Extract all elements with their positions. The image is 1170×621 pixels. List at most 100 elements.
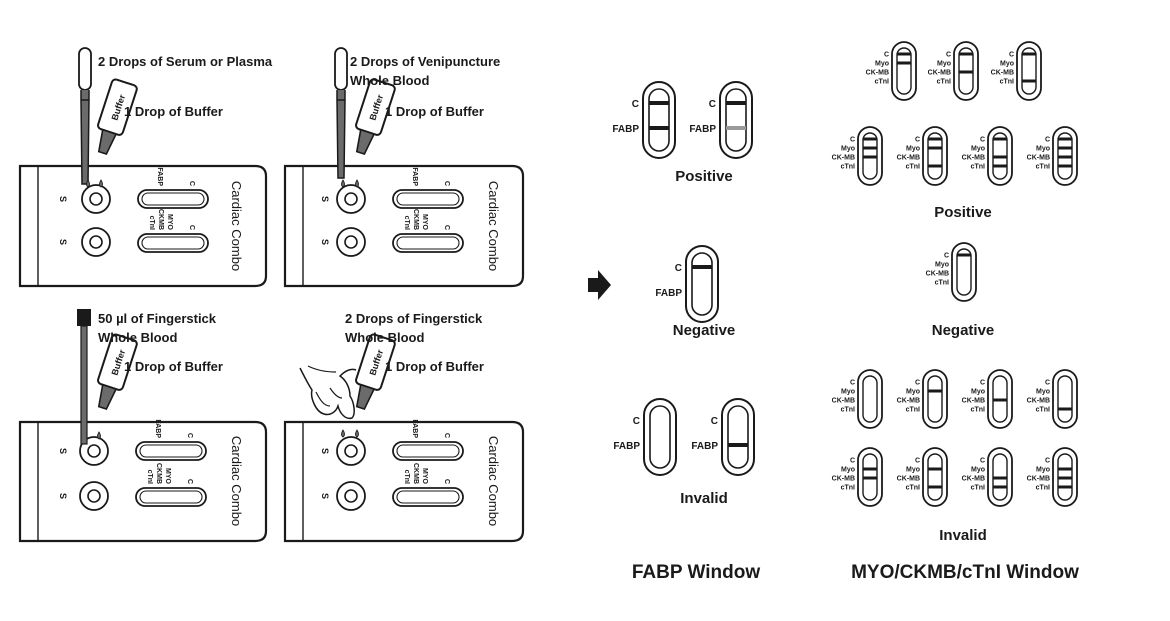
window-label-ctni: cTnI bbox=[403, 216, 410, 230]
line-label: FABP bbox=[655, 288, 682, 299]
line-label: cTnI bbox=[906, 407, 920, 414]
line-label: C bbox=[709, 99, 716, 110]
window-label-c: C bbox=[443, 225, 450, 230]
test-line-myo bbox=[928, 389, 942, 393]
line-label: CK-MB bbox=[1027, 398, 1050, 405]
test-line-ctni bbox=[928, 485, 942, 489]
dropper-icon bbox=[78, 47, 92, 185]
window-label-fabp: FABP bbox=[154, 419, 161, 438]
test-line-myo bbox=[1058, 146, 1072, 150]
cassette-window bbox=[956, 248, 972, 296]
window-label-myo: MYO bbox=[421, 214, 428, 231]
sample-instruction-line2: Whole Blood bbox=[350, 73, 429, 88]
test-line-myo bbox=[897, 61, 911, 65]
line-label: cTnI bbox=[841, 485, 855, 492]
test-line-c bbox=[928, 137, 942, 141]
cassette-window bbox=[648, 88, 670, 152]
test-line-myo bbox=[863, 467, 877, 471]
test-device: S S FABP C cTnI CKMB MYO C Cardiac Combo bbox=[18, 164, 268, 288]
column-title-fabp: FABP Window bbox=[632, 562, 760, 583]
test-line-ctni bbox=[1058, 164, 1072, 168]
line-label: C bbox=[944, 253, 949, 260]
line-label: C bbox=[980, 458, 985, 465]
window-label-myo: MYO bbox=[421, 468, 428, 485]
line-label: Myo bbox=[971, 146, 985, 153]
drop-icon bbox=[355, 179, 359, 188]
panel-fingerstick-capillary: S S FABP C cTnI CKMB MYO C Cardiac Combo… bbox=[18, 309, 268, 543]
buffer-instruction: 1 Drop of Buffer bbox=[385, 359, 484, 374]
line-label: C bbox=[1009, 52, 1014, 59]
result-multi-invalid: Invalid bbox=[939, 527, 987, 544]
cassette-window bbox=[725, 88, 747, 152]
result-fabp-negative: Negative bbox=[673, 322, 736, 339]
cassette-window bbox=[691, 252, 713, 316]
line-label: cTnI bbox=[971, 485, 985, 492]
window-label-c: C bbox=[443, 181, 450, 186]
test-line-c bbox=[957, 253, 971, 257]
column-title-multi: MYO/CKMB/cTnI Window bbox=[851, 562, 1079, 583]
line-label: CK-MB bbox=[1027, 155, 1050, 162]
line-label: Myo bbox=[1036, 146, 1050, 153]
window-label-fabp: FABP bbox=[156, 167, 163, 186]
test-line-ckmb bbox=[959, 70, 973, 74]
result-fabp-invalid: Invalid bbox=[680, 490, 728, 507]
device-brand: Cardiac Combo bbox=[486, 436, 501, 526]
line-label: C bbox=[915, 458, 920, 465]
window-label-fabp: FABP bbox=[411, 167, 418, 186]
line-label: C bbox=[1045, 137, 1050, 144]
test-line-fabp bbox=[726, 126, 746, 130]
test-line-ctni bbox=[1058, 485, 1072, 489]
line-label: CK-MB bbox=[897, 155, 920, 162]
line-label: C bbox=[675, 263, 682, 274]
test-line-ctni bbox=[1022, 79, 1036, 83]
drop-icon bbox=[341, 179, 345, 188]
device-brand: Cardiac Combo bbox=[486, 181, 501, 271]
line-label: CK-MB bbox=[962, 398, 985, 405]
test-line-ctni bbox=[1058, 407, 1072, 411]
device-brand: Cardiac Combo bbox=[229, 181, 244, 271]
cassette-window bbox=[1057, 375, 1073, 423]
window-label-c: C bbox=[186, 433, 193, 438]
window-label-myo: MYO bbox=[164, 468, 171, 485]
line-label: CK-MB bbox=[926, 271, 949, 278]
window-label-myo: MYO bbox=[166, 214, 173, 231]
cassette-window bbox=[862, 375, 878, 423]
buffer-instruction: 1 Drop of Buffer bbox=[124, 104, 223, 119]
cassette-window bbox=[649, 405, 671, 469]
line-label: C bbox=[915, 380, 920, 387]
test-line-fabp bbox=[728, 443, 748, 447]
line-label: C bbox=[1045, 380, 1050, 387]
line-label: cTnI bbox=[875, 79, 889, 86]
line-label: CK-MB bbox=[991, 70, 1014, 77]
test-line-ctni bbox=[993, 485, 1007, 489]
result-multi-positive: Positive bbox=[934, 204, 992, 221]
buffer-bottle-icon: Buffer bbox=[355, 78, 396, 156]
line-label: cTnI bbox=[906, 485, 920, 492]
well-label: S bbox=[320, 196, 330, 202]
line-label: CK-MB bbox=[928, 70, 951, 77]
finger-icon bbox=[299, 365, 357, 420]
line-label: Myo bbox=[937, 61, 951, 68]
window-label-ctni: cTnI bbox=[403, 470, 410, 484]
cassette-window bbox=[927, 375, 943, 423]
buffer-instruction: 1 Drop of Buffer bbox=[124, 359, 223, 374]
line-label: cTnI bbox=[906, 164, 920, 171]
line-label: cTnI bbox=[971, 407, 985, 414]
cassette-window bbox=[927, 453, 943, 501]
line-label: C bbox=[632, 99, 639, 110]
window-label-c: C bbox=[443, 433, 450, 438]
sample-instruction: 50 µl of Fingerstick bbox=[98, 311, 217, 326]
test-line-ckmb bbox=[993, 155, 1007, 159]
